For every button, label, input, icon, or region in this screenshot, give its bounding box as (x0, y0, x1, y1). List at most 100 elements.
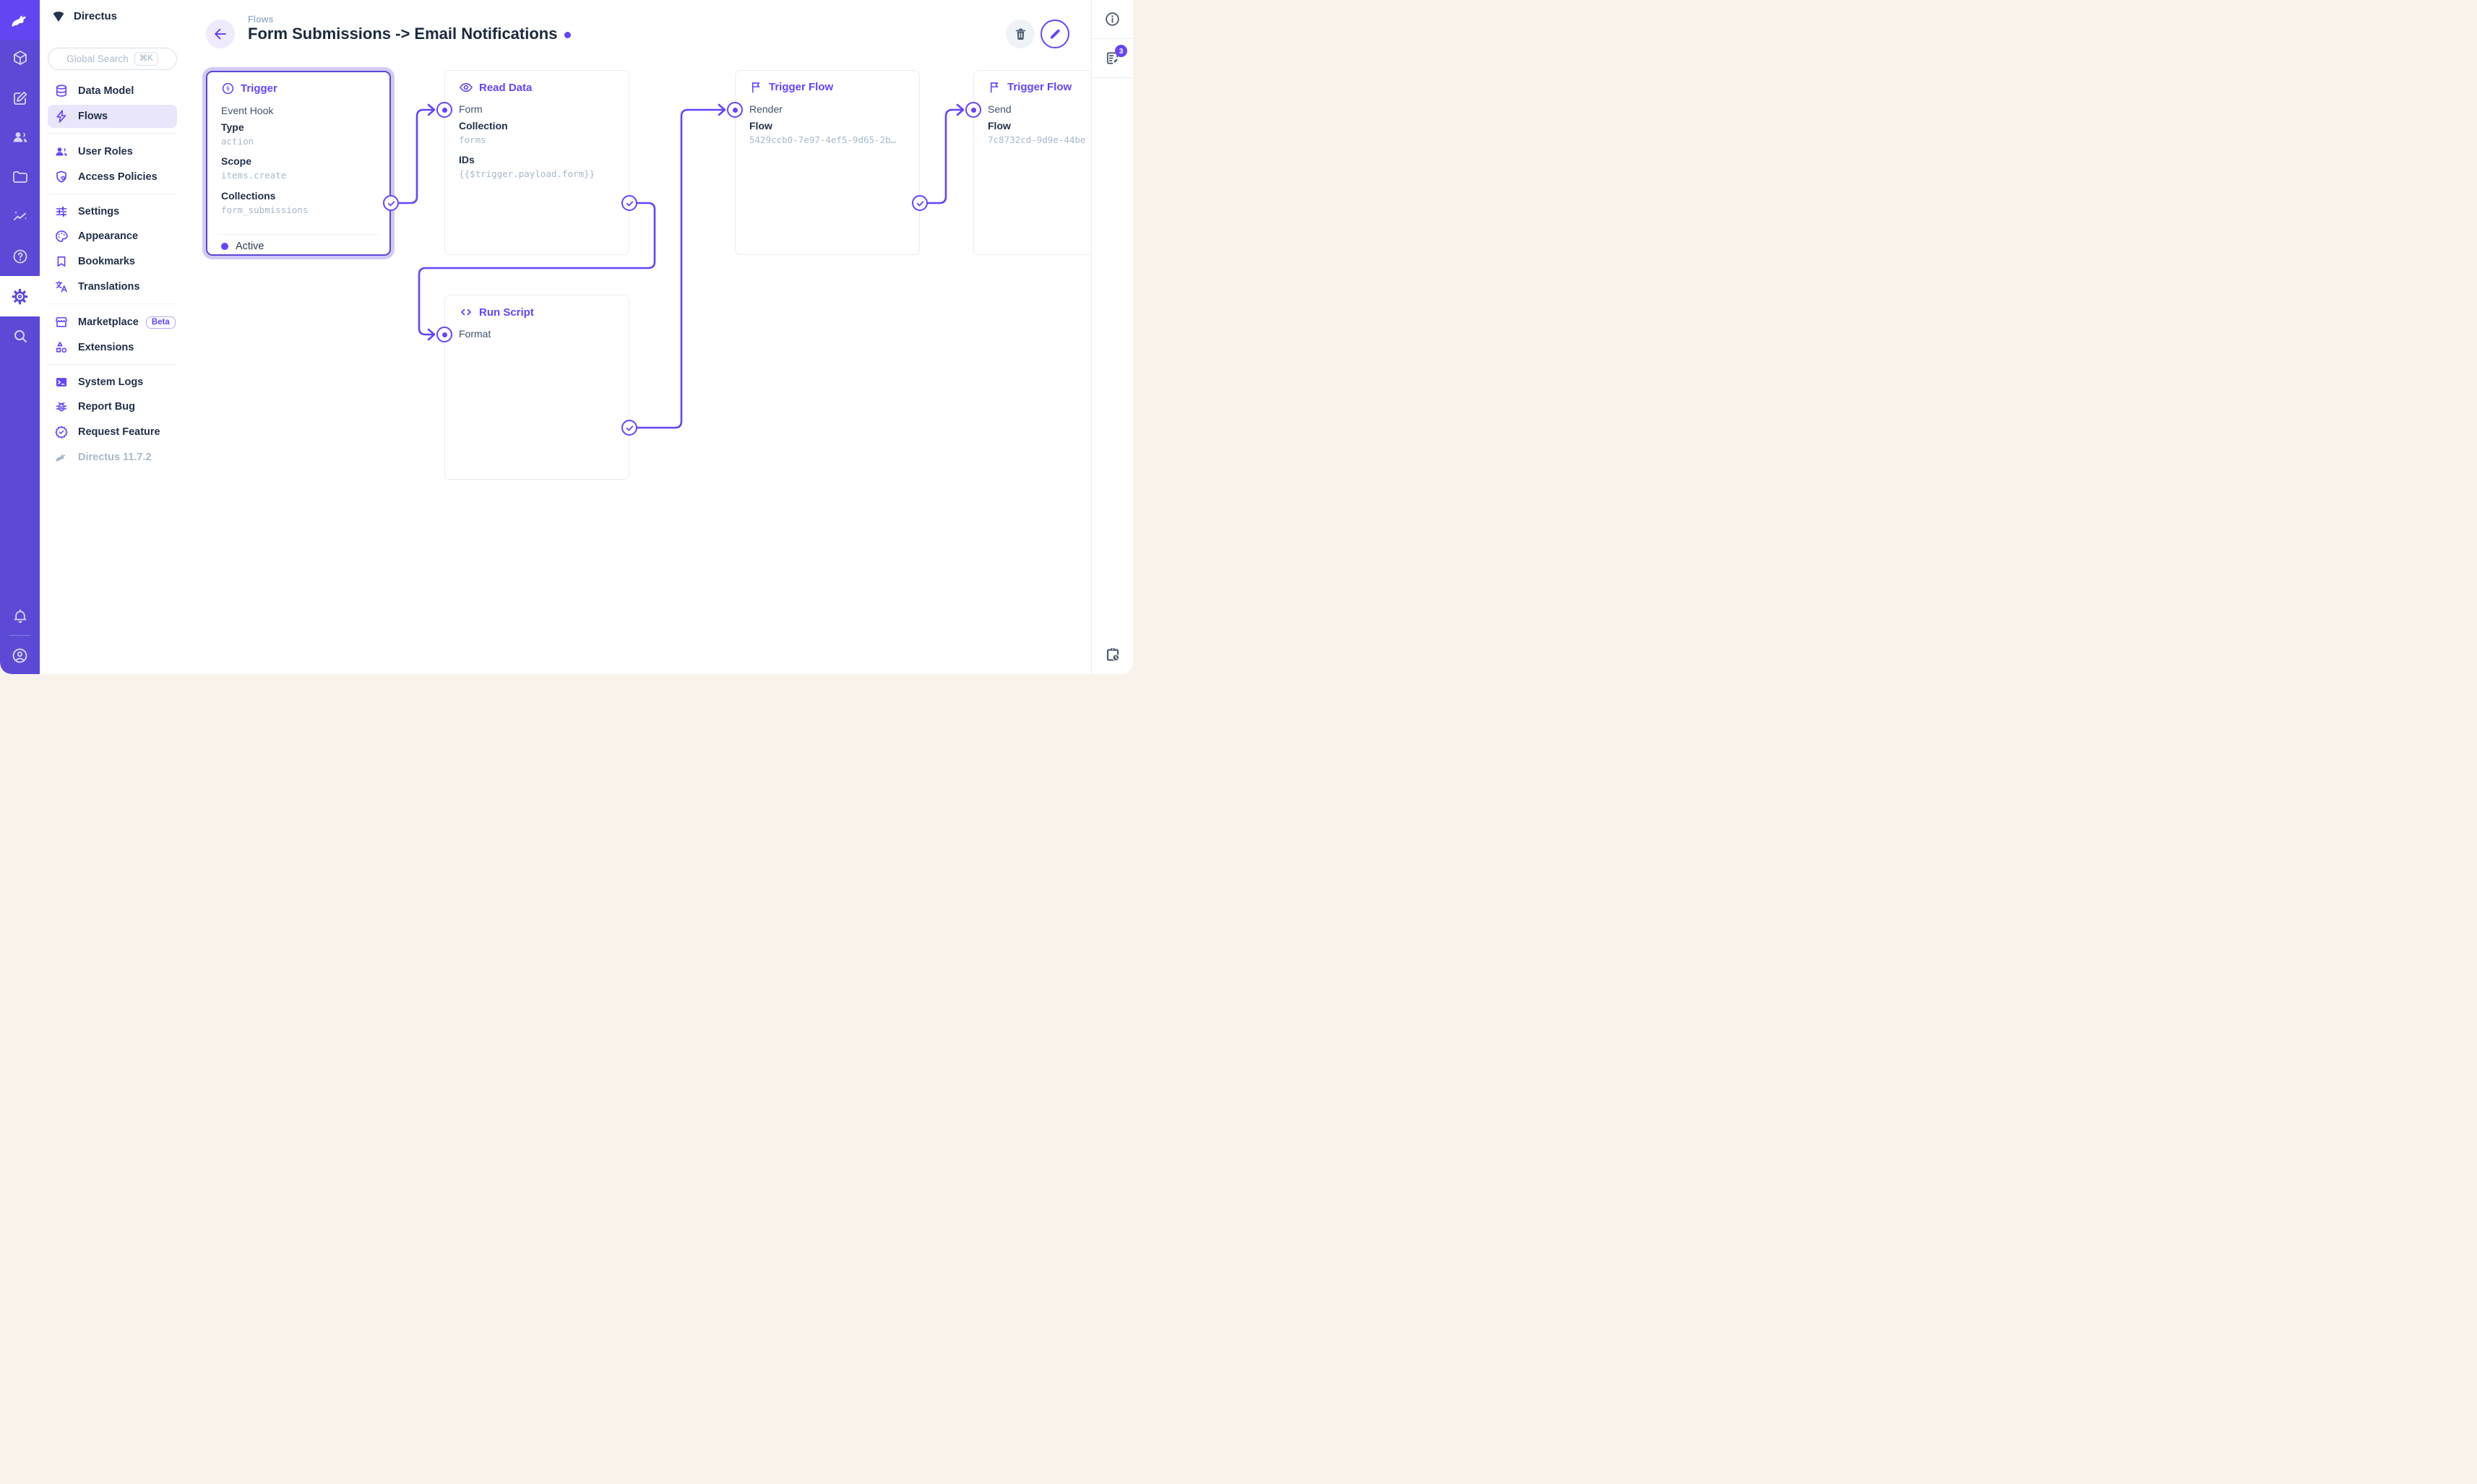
output-connector-run-script[interactable] (621, 420, 637, 436)
bolt-icon (54, 109, 69, 124)
storefront-icon (54, 315, 69, 329)
output-connector-read-data[interactable] (621, 195, 637, 211)
trigger-status: Active (221, 241, 264, 252)
shapes-icon (54, 340, 69, 355)
module-help[interactable] (0, 238, 40, 275)
flow-node-header: Run Script (459, 305, 534, 319)
flow-node-trigger-flow-send[interactable]: Trigger Flow Send Flow 7c8732cd-9d9e-44b… (973, 70, 1091, 255)
operation-key-label: Send (988, 103, 1012, 115)
sidebar-item-label: Settings (78, 206, 120, 217)
flow-canvas[interactable]: Flows Form Submissions -> Email Notifica… (181, 0, 1091, 674)
flow-node-read-data[interactable]: Read Data Form Collection forms IDs {{$t… (444, 70, 629, 255)
info-icon (1104, 11, 1121, 27)
delete-flow-button[interactable] (1006, 20, 1035, 48)
sliders-icon (54, 204, 69, 219)
sidebar-item-report-bug[interactable]: Report Bug (48, 395, 177, 418)
folder-icon (12, 168, 29, 186)
module-notifications[interactable] (0, 598, 40, 634)
field-value: 5429ccb0-7e97-4ef5-9d65-2b… (749, 134, 897, 145)
edit-flow-button[interactable] (1041, 20, 1069, 48)
input-connector-read-data[interactable] (436, 102, 452, 118)
sidebar-item-translations[interactable]: Translations (48, 275, 177, 298)
edit-square-icon (12, 90, 29, 107)
edge-run-script-to-trigger-flow-render (636, 108, 725, 429)
module-files[interactable] (0, 159, 40, 195)
operation-key-label: Format (459, 328, 491, 340)
breadcrumb[interactable]: Flows (248, 14, 274, 25)
sidebar-item-label: Request Feature (78, 426, 160, 438)
directus-logo-button[interactable] (0, 0, 40, 40)
sidebar-item-settings[interactable]: Settings (48, 200, 177, 223)
field-label: Collections (221, 190, 276, 202)
module-settings[interactable] (0, 276, 40, 316)
status-label: Active (236, 241, 264, 252)
people-icon (12, 129, 29, 146)
sidebar-item-extensions[interactable]: Extensions (48, 336, 177, 359)
flow-node-header: Read Data (459, 80, 532, 95)
field-label: Collection (459, 120, 508, 131)
flow-node-trigger[interactable]: Trigger Event Hook Type action Scope ite… (206, 71, 391, 256)
flow-node-title: Trigger (241, 82, 277, 95)
version-label: Directus 11.7.2 (78, 452, 152, 463)
module-insights[interactable] (0, 199, 40, 235)
sidebar-item-label: User Roles (78, 146, 133, 158)
output-connector-trigger-flow-render[interactable] (912, 195, 928, 211)
project-fan-icon (51, 8, 66, 24)
app-window: Directus Global Search ⌘K Data Model Flo… (0, 0, 1133, 674)
sidebar-item-marketplace[interactable]: Marketplace Beta (48, 311, 177, 334)
sidebar-item-request-feature[interactable]: Request Feature (48, 420, 177, 444)
nav-divider (48, 133, 177, 134)
arrowhead (718, 103, 726, 116)
module-content[interactable] (0, 40, 40, 76)
flow-node-title: Trigger Flow (769, 81, 834, 93)
input-connector-trigger-flow-send[interactable] (965, 102, 981, 118)
eye-icon (459, 80, 473, 95)
sidebar-item-label: Data Model (78, 85, 134, 97)
sidebar-item-user-roles[interactable]: User Roles (48, 140, 177, 163)
operation-key-label: Render (749, 103, 783, 115)
input-connector-trigger-flow-render[interactable] (727, 102, 743, 118)
flow-node-trigger-flow-render[interactable]: Trigger Flow Render Flow 5429ccb0-7e97-4… (735, 70, 920, 255)
bolt-circle-icon (221, 82, 235, 95)
bell-icon (12, 608, 29, 625)
global-search-input[interactable]: Global Search ⌘K (48, 48, 177, 70)
sidebar-logs-button[interactable]: 3 (1092, 39, 1133, 78)
search-placeholder: Global Search (66, 53, 129, 64)
module-search[interactable] (0, 318, 40, 354)
project-header[interactable]: Directus (51, 8, 117, 24)
flow-node-run-script[interactable]: Run Script Format (444, 295, 629, 480)
flow-node-header: Trigger (221, 82, 277, 95)
dot-icon (441, 332, 447, 337)
flow-connection-lines (397, 103, 965, 429)
terminal-icon (54, 375, 69, 389)
navigation-sidebar: Directus Global Search ⌘K Data Model Flo… (40, 0, 181, 674)
sidebar-item-access-policies[interactable]: Access Policies (48, 165, 177, 189)
module-users[interactable] (0, 119, 40, 155)
flow-node-title: Read Data (479, 81, 533, 94)
dot-icon (441, 107, 447, 113)
code-icon (459, 305, 473, 319)
field-label: Type (221, 121, 244, 133)
sidebar-item-flows[interactable]: Flows (48, 105, 177, 128)
sidebar-info-button[interactable] (1092, 0, 1133, 39)
panel-divider (218, 234, 379, 235)
module-user-menu[interactable] (0, 637, 40, 673)
module-bar-divider (9, 635, 30, 636)
sidebar-item-bookmarks[interactable]: Bookmarks (48, 250, 177, 273)
back-button[interactable] (206, 20, 235, 48)
sidebar-item-label: Translations (78, 281, 140, 293)
output-connector-trigger[interactable] (383, 195, 399, 211)
trash-icon (1013, 27, 1028, 42)
sidebar-item-label: Bookmarks (78, 256, 135, 267)
sidebar-revisions-button[interactable] (1092, 635, 1133, 674)
sidebar-item-data-model[interactable]: Data Model (48, 79, 177, 103)
check-icon (387, 200, 395, 206)
input-connector-run-script[interactable] (436, 327, 452, 342)
sidebar-item-label: Report Bug (78, 401, 135, 413)
module-editor[interactable] (0, 80, 40, 116)
logs-count-badge: 3 (1115, 45, 1127, 57)
sidebar-item-system-logs[interactable]: System Logs (48, 371, 177, 394)
field-label: IDs (459, 154, 475, 165)
arrowhead (427, 103, 436, 116)
sidebar-item-appearance[interactable]: Appearance (48, 225, 177, 248)
